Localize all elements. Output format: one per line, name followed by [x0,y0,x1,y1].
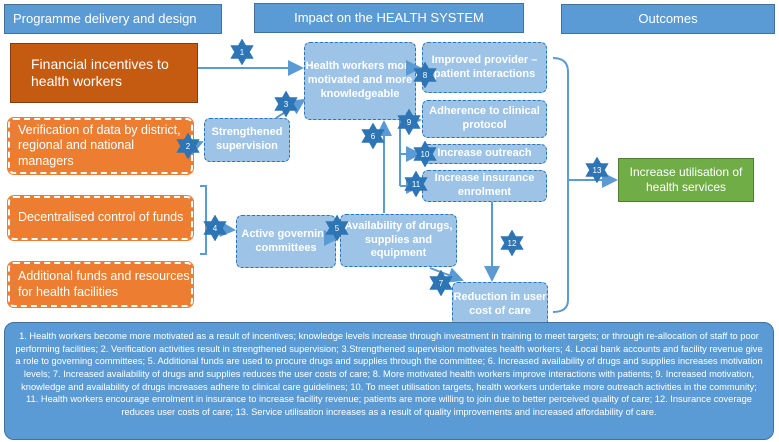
star-badge-8 [413,61,437,89]
star-number-3: 3 [284,100,289,109]
star-badge-12 [500,229,524,257]
star-number-11: 11 [412,180,421,189]
decentralised-box: Decentralised control of funds [7,195,194,241]
verification-box: Verification of data by district, region… [7,117,194,175]
star-number-1: 1 [240,48,245,57]
star-number-2: 2 [186,142,191,151]
star-number-12: 12 [508,239,517,248]
star-number-10: 10 [421,150,430,159]
star-number-7: 7 [439,279,444,288]
adherence-box: Adherence to clinical protocol [422,100,547,138]
star-number-6: 6 [371,132,376,141]
star-badge-4 [203,214,227,242]
header-impact: Impact on the HEALTH SYSTEM [254,3,524,33]
star-badge-13 [585,156,609,184]
star-number-13: 13 [593,166,602,175]
bracket-inputs [200,185,207,255]
utilisation-box: Increase utilisation of health services [618,158,754,202]
user-cost-box: Reduction in user cost of care [452,282,548,328]
header-outcomes: Outcomes [561,4,775,34]
star-badge-3 [274,90,298,118]
star-badge-2 [176,132,200,160]
star-number-8: 8 [423,71,428,80]
strengthened-supervision-box: Strengthened supervision [204,118,290,162]
outreach-box: Increase outreach [422,144,547,164]
governing-committees-box: Active governing committees [236,215,336,268]
star-number-9: 9 [407,118,412,127]
star-badge-9 [397,108,421,136]
star-badge-7 [429,269,453,297]
bracket-outcomes [552,57,569,313]
star-badge-10 [413,140,437,168]
legend-description: 1. Health workers become more motivated … [4,322,774,440]
additional-funds-box: Additional funds and resources for healt… [7,261,194,308]
availability-box: Availability of drugs, supplies and equi… [340,214,457,267]
insurance-box: Increase insurance enrolment [422,170,547,202]
star-number-4: 4 [213,224,218,233]
star-badge-6 [361,122,385,150]
motivated-box: Health workers more motivated and more k… [304,42,416,120]
star-badge-11 [404,170,428,198]
star-number-5: 5 [335,224,340,233]
star-badge-1 [230,38,254,66]
financial-incentives-box: Financial incentives to health workers [10,43,198,103]
provider-interactions-box: Improved provider –patient interactions [422,42,547,93]
header-programme: Programme delivery and design [4,4,222,34]
star-badge-5 [325,214,349,242]
arrow-availability-cost [429,267,464,283]
